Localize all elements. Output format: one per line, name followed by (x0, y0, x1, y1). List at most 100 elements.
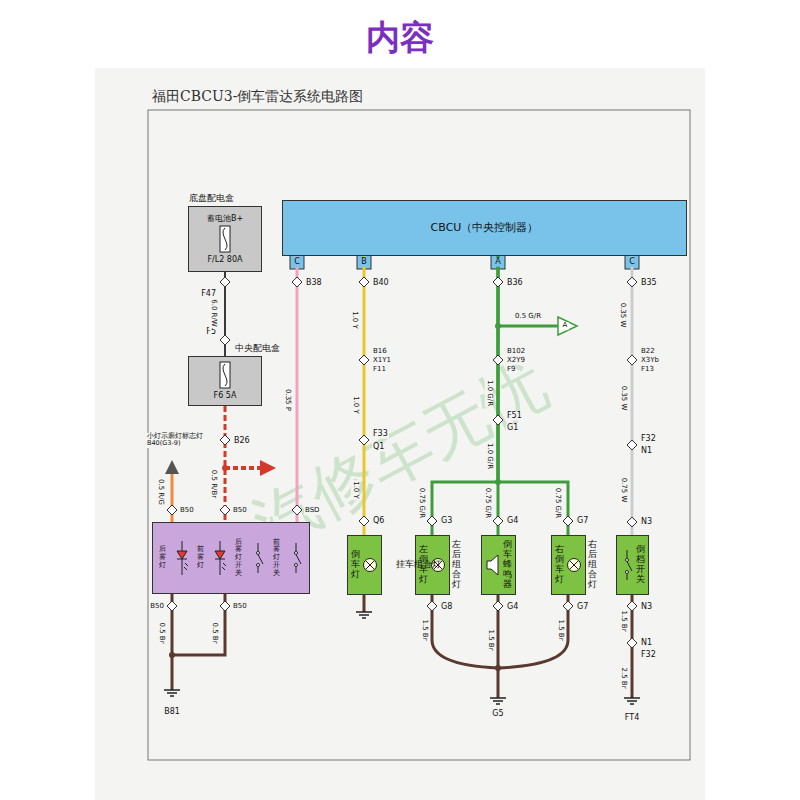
connector-id: G7 (576, 517, 589, 526)
connector-id: B16 (372, 348, 388, 356)
vertical-label: 右倒车灯 (555, 545, 564, 585)
connector-id: N3 (640, 518, 653, 527)
controller-band: CBCU（中央控制器） (282, 200, 687, 256)
connector-id: X3Yb (640, 357, 660, 365)
power-branch-arrow (222, 460, 276, 476)
switch-symbol (620, 550, 634, 580)
ground-symbols (164, 612, 640, 704)
part-name: 挂车组合灯 (395, 560, 406, 570)
connector-id: G1 (506, 424, 519, 433)
led-symbol (175, 541, 189, 575)
connector-id: F13 (640, 366, 655, 374)
symbol-holder (215, 361, 235, 389)
wire-gauge: 0.35 W (618, 302, 626, 329)
box-heading: 右后组合灯 (588, 540, 597, 589)
connector-id: G3 (440, 517, 453, 526)
wire-gauge: 0.75 G/R (417, 487, 425, 519)
symbol-holder (566, 557, 582, 573)
wire-gauge: 1.5 Br (486, 628, 494, 651)
wire-gauge: 1.0 G/R (485, 379, 493, 407)
wire-gauge: 0.5 R/G (156, 478, 164, 506)
wire (631, 256, 634, 535)
wire-gauge: 0.5 G/R (514, 313, 542, 321)
connector-id: B102 (506, 348, 526, 356)
connector-id: N1 (640, 639, 653, 648)
page-banner: 内容 (365, 19, 435, 56)
wire-gauge: 2.5 Br (619, 666, 627, 689)
connector-id: F51 (506, 412, 523, 421)
wire-gauge: 1.5 Br (556, 618, 564, 641)
signal-branch-arrow (495, 317, 577, 485)
vertical-label: 倒车灯 (351, 550, 360, 580)
vertical-label: 倒档开关 (636, 545, 645, 585)
wire-gauge: 1.0 Y (351, 395, 359, 415)
connector-id: X1Y1 (372, 357, 392, 365)
symbol-holder (485, 553, 501, 577)
connector-id: Q6 (372, 517, 385, 526)
connector-id: F47 (200, 290, 217, 299)
box-heading: 中央配电盒 (235, 343, 280, 353)
connector-id: N1 (640, 447, 653, 456)
pin-letter: C (293, 258, 301, 267)
connector-id: N3 (640, 603, 653, 612)
wire-note: 小灯示廓灯标志灯B40(G3-9) (146, 433, 212, 448)
box-label: F6 5A (214, 391, 237, 400)
connector-id: B38 (305, 279, 323, 288)
lamp-box: 倒车灯 (347, 535, 382, 595)
wire (296, 256, 299, 522)
pin-letter: B (360, 258, 368, 267)
wire-gauge: 1.0 Y (351, 480, 359, 500)
symbol-holder (175, 541, 189, 575)
symbol-holder (251, 543, 265, 573)
box-label: CBCU（中央控制器） (431, 222, 539, 235)
symbol-holder (215, 225, 235, 253)
splice-dot (169, 652, 175, 658)
switch-box: 倒档开关 (616, 535, 649, 595)
ground-id: G5 (491, 710, 504, 719)
connector-id: B50 (232, 603, 248, 611)
wire-gauge: 1.0 Y (350, 310, 358, 330)
connector-id: F32 (640, 651, 657, 660)
lamp-box: 左倒车灯左后组合灯 (415, 535, 450, 595)
box-heading: 底盘配电盒 (189, 193, 234, 203)
parking-light-feed (165, 460, 179, 522)
wire (363, 256, 366, 535)
wire-gauge: 0.5 Br (157, 621, 165, 644)
led-symbol (213, 541, 227, 575)
vertical-label: 左倒车灯 (419, 545, 428, 585)
wire-gauge: 0.5 R/Br (209, 469, 217, 499)
ground-id: FT4 (624, 714, 640, 723)
connector-id: BSD (304, 507, 321, 515)
connector-id: F32 (640, 435, 657, 444)
connector-id: B50 (149, 603, 165, 611)
connector-id: B50 (179, 507, 195, 515)
connector-id: X2Y9 (506, 357, 526, 365)
connector-id: F11 (372, 366, 387, 374)
splice-dot (495, 665, 501, 671)
box-label: F/L2 80A (207, 255, 242, 264)
ground-wires (172, 594, 632, 698)
wire-gauge: 0.35 W (619, 385, 627, 412)
switch-symbol (289, 543, 303, 573)
connector-id: G4 (506, 603, 519, 612)
switch-panel: 后雾灯前雾灯后雾灯开关前雾灯开关 (152, 522, 310, 594)
connector-id: G8 (440, 603, 453, 612)
connector-id: F5 (205, 328, 217, 337)
connector-id: B36 (506, 279, 524, 288)
wire-gauge: 0.35 P (283, 388, 291, 412)
symbol-holder (213, 541, 227, 575)
lamp-symbol (566, 557, 582, 573)
page-frame (148, 110, 690, 760)
off-page-mark: A (562, 322, 569, 330)
vertical-label: 后雾灯开关 (235, 539, 242, 577)
vertical-label: 前雾灯开关 (273, 539, 280, 577)
wire-gauge: 1.0 G/R (485, 442, 493, 470)
fuse-symbol (215, 225, 235, 253)
vertical-label: 前雾灯 (197, 546, 204, 569)
connector-id: G7 (576, 603, 589, 612)
connector-id: Q1 (372, 443, 385, 452)
symbol-holder (362, 557, 378, 573)
